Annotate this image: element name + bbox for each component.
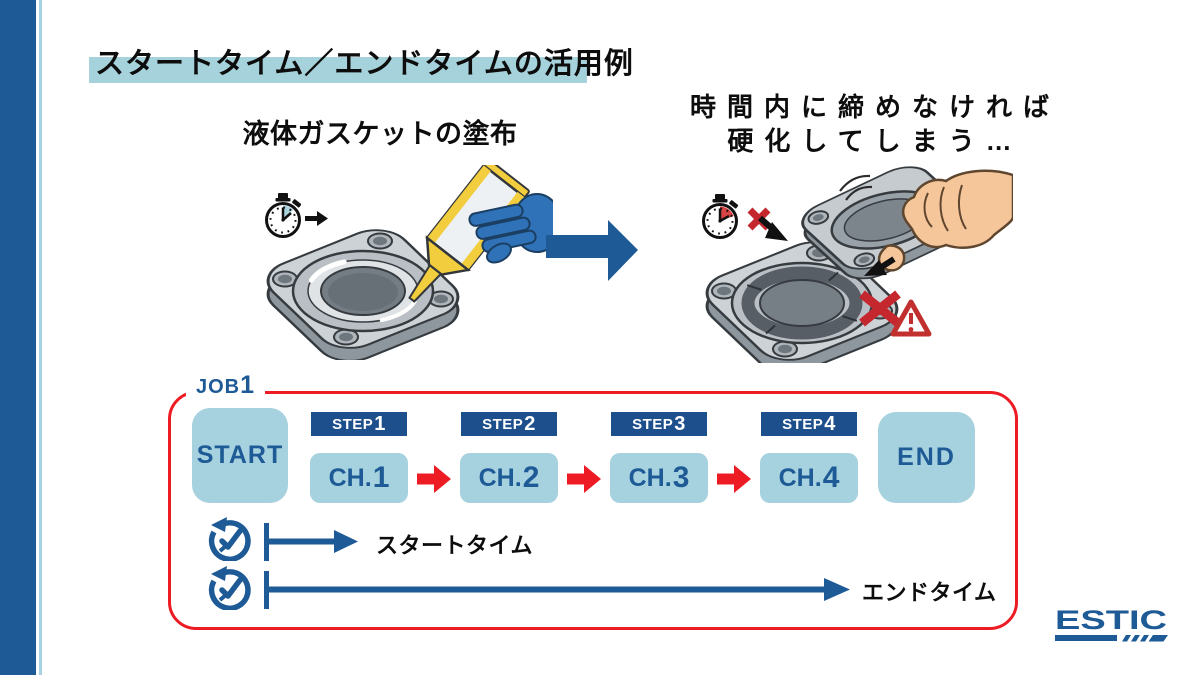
hardened-gasket-ring bbox=[741, 266, 863, 340]
right-caption-line2: 硬化してしまう… bbox=[727, 126, 1023, 156]
flow-arrow-icon bbox=[567, 465, 601, 493]
right-caption: 時間内に締めなければ 硬化してしまう… bbox=[672, 90, 1078, 158]
bolt-holes bbox=[272, 232, 454, 346]
pointer-arrow-left bbox=[758, 215, 788, 241]
left-caption: 液体ガスケットの塗布 bbox=[242, 119, 518, 149]
hardened-gasket-illustration bbox=[702, 166, 1013, 363]
ch3-box: CH.3 bbox=[610, 453, 708, 503]
flow-arrow-icon bbox=[717, 465, 751, 493]
stopwatch-icon bbox=[265, 193, 302, 238]
small-arrow-icon bbox=[305, 211, 328, 226]
job-frame bbox=[168, 391, 1018, 630]
ch1-box: CH.1 bbox=[310, 453, 408, 503]
hand bbox=[877, 169, 1013, 272]
start-box: START bbox=[192, 408, 288, 503]
job-label: JOB1 bbox=[186, 373, 266, 399]
shake-lines bbox=[839, 174, 873, 201]
left-accent-bar bbox=[0, 0, 36, 675]
ch2-box: CH.2 bbox=[460, 453, 558, 503]
estic-logo-text: ESTIC bbox=[1055, 605, 1167, 635]
gloved-hand bbox=[468, 193, 553, 264]
ch4-box: CH.4 bbox=[760, 453, 858, 503]
x-mark-icon bbox=[859, 290, 901, 327]
left-accent-line bbox=[39, 0, 42, 675]
pointer-arrow-right bbox=[864, 256, 896, 276]
stopwatch-icon bbox=[702, 194, 739, 239]
start-time-label: スタートタイム bbox=[376, 533, 534, 558]
right-caption-line1: 時間内に締めなければ bbox=[689, 92, 1060, 122]
timer-reset-icon bbox=[208, 517, 251, 561]
page-title: スタートタイム／エンドタイムの活用例 bbox=[95, 48, 634, 80]
timer-reset-icon bbox=[208, 566, 251, 610]
start-time-arrow bbox=[264, 523, 358, 561]
big-right-arrow-icon bbox=[546, 220, 638, 281]
end-time-label: エンドタイム bbox=[862, 580, 997, 605]
estic-logo: ESTIC bbox=[1055, 605, 1168, 642]
flange-plate-bottom bbox=[705, 241, 899, 363]
flow-arrow-icon bbox=[417, 465, 451, 493]
warning-triangle-icon bbox=[890, 299, 932, 337]
gasket-application-illustration bbox=[265, 165, 553, 360]
title-highlight bbox=[89, 57, 587, 83]
end-time-arrow bbox=[264, 571, 850, 609]
end-box: END bbox=[878, 412, 975, 503]
